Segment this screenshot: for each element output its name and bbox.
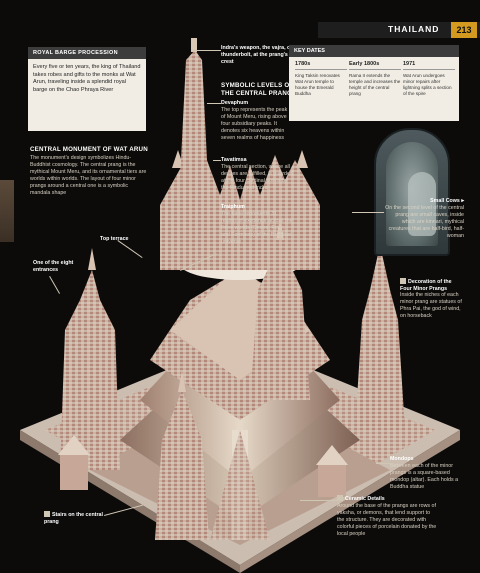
ceramic-text: Around the base of the prangs are rows o… bbox=[337, 503, 437, 537]
leader-line bbox=[300, 500, 337, 501]
central-monument-text: The monument's design symbolizes Hindu-B… bbox=[30, 155, 147, 196]
minor-prang-left bbox=[60, 270, 120, 470]
devaphum-label: Devaphum bbox=[221, 100, 249, 106]
stairs-label: Stairs on the central prang bbox=[44, 511, 103, 525]
small-cows-label: Small Cows ▸ bbox=[430, 198, 464, 204]
royal-barge-text: Every five or ten years, the king of Tha… bbox=[33, 64, 141, 93]
cropped-photo bbox=[0, 180, 14, 242]
camera-icon bbox=[44, 511, 50, 517]
traiphum-text: The base represents 31 realms of existen… bbox=[221, 211, 293, 245]
key-date-3: 1971 Wat Arun undergoes minor repairs af… bbox=[403, 61, 455, 97]
royal-barge-box: ROYAL BARGE PROCESSION Every five or ten… bbox=[28, 47, 146, 131]
tavatimsa-text: The central section, where all desires a… bbox=[221, 164, 293, 191]
minor-prang-front bbox=[155, 390, 209, 540]
mondop-left bbox=[60, 455, 88, 490]
leader-line bbox=[352, 212, 384, 213]
minor-prang-right bbox=[355, 245, 405, 430]
top-terrace-label: Top terrace bbox=[100, 236, 129, 242]
leader-line bbox=[213, 160, 221, 161]
mondops-text: Between each of the minor prangs is a sq… bbox=[390, 463, 459, 490]
leader-line bbox=[207, 103, 221, 104]
leader-line bbox=[193, 50, 221, 51]
minor-prangs-label: Decoration of the Four Minor Prangs bbox=[400, 278, 452, 292]
leader-line bbox=[376, 463, 390, 464]
central-spire bbox=[180, 50, 208, 180]
country-title: THAILAND bbox=[388, 24, 440, 34]
ceramic-label: Ceramic Details bbox=[337, 495, 385, 502]
header-bar bbox=[318, 22, 480, 38]
mondops-label: Mondops bbox=[390, 456, 414, 462]
key-date-1: 1780s King Taksin renovates Wat Arun tem… bbox=[295, 61, 347, 97]
devaphum-text: The top represents the peak of Mount Mer… bbox=[221, 107, 288, 141]
relief-photo bbox=[374, 128, 450, 256]
traiphum-label: Traiphum bbox=[221, 204, 245, 210]
minor-prangs-text: Inside the niches of each minor prang ar… bbox=[400, 292, 462, 319]
central-monument-title: CENTRAL MONUMENT OF WAT ARUN bbox=[30, 146, 148, 153]
minor-prang-back bbox=[250, 240, 310, 400]
relief-niche bbox=[386, 142, 438, 246]
symbolic-levels-title: SYMBOLIC LEVELS OF THE CENTRAL PRANG bbox=[221, 82, 294, 97]
page-number: 213 bbox=[451, 22, 477, 38]
indra-caption: Indra's weapon, the vajra, or thunderbol… bbox=[221, 45, 293, 65]
royal-barge-title: ROYAL BARGE PROCESSION bbox=[28, 47, 146, 59]
relief-figure bbox=[408, 172, 436, 236]
key-dates-title: KEY DATES bbox=[289, 45, 459, 57]
camera-icon bbox=[400, 278, 406, 284]
mondop-right bbox=[318, 465, 346, 497]
tavatimsa-label: Tavatimsa bbox=[221, 157, 247, 163]
entrances-label: One of the eight entrances bbox=[33, 260, 74, 273]
small-cows-text: On the second level of the central prang… bbox=[385, 205, 464, 239]
camera-icon bbox=[337, 495, 343, 501]
key-dates-box: KEY DATES 1780s King Taksin renovates Wa… bbox=[289, 45, 459, 121]
key-date-2: Early 1800s Rama II extends the temple a… bbox=[349, 61, 401, 96]
